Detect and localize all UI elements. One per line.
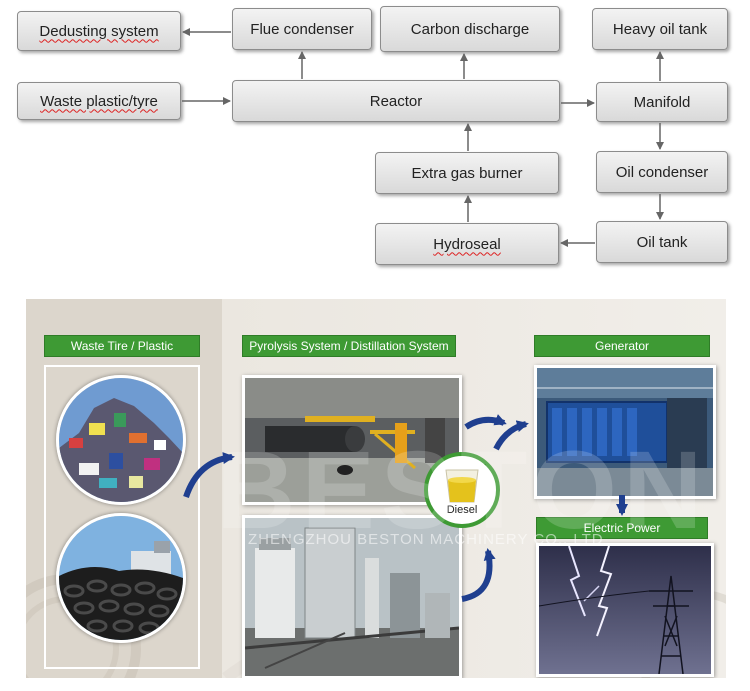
- watermark-logo: BESTON: [216, 429, 709, 552]
- waste-plastic-photo: [56, 375, 186, 505]
- waste-photo-frame: [44, 365, 200, 669]
- stage-label-waste: Waste Tire / Plastic: [44, 335, 200, 357]
- stage-label-generator: Generator: [534, 335, 710, 357]
- arrow-waste-to-pyrolysis: [183, 452, 235, 499]
- oil-condenser-label: Oil condenser: [615, 163, 709, 181]
- hydroseal-label: Hydroseal: [433, 235, 501, 253]
- stage-label-waste-text: Waste Tire / Plastic: [70, 339, 174, 353]
- oil-tank-label: Oil tank: [636, 233, 688, 251]
- reactor-label: Reactor: [369, 92, 423, 110]
- waste-input-label: Waste plastic/tyre: [40, 92, 158, 110]
- flue-condenser-label: Flue condenser: [250, 20, 354, 38]
- pyrolysis-plant-photo: [242, 375, 462, 505]
- arrow-plant-to-diesel: [461, 548, 496, 602]
- watermark-company-text: ZHENGZHOU BESTON MACHINERY CO., LTD: [248, 531, 604, 548]
- extra-gas-burner-label: Extra gas burner: [411, 164, 523, 182]
- flow-arrows: [182, 28, 664, 247]
- diesel-label: Diesel: [446, 504, 478, 516]
- distillation-plant-photo: [242, 515, 462, 678]
- heavy-oil-tank-label: Heavy oil tank: [612, 20, 708, 38]
- manifold-label: Manifold: [633, 93, 691, 111]
- stage-label-pyrolysis: Pyrolysis System / Distillation System: [242, 335, 456, 357]
- stage-label-pyrolysis-text: Pyrolysis System / Distillation System: [249, 339, 449, 353]
- dedusting-system-label: Dedusting system: [39, 22, 159, 40]
- arrow-diesel-to-generator: [493, 420, 529, 451]
- generator-photo: [534, 365, 716, 499]
- stage-label-power: Electric Power: [536, 517, 708, 539]
- hydroseal-box: Hydroseal: [375, 223, 559, 265]
- process-illustration: Waste Tire / Plastic Pyrolysis System / …: [26, 299, 726, 678]
- waste-input-box: Waste plastic/tyre: [17, 82, 181, 120]
- process-arrows: [183, 414, 628, 602]
- heavy-oil-tank-box: Heavy oil tank: [592, 8, 728, 50]
- reactor-box: Reactor: [232, 80, 560, 122]
- manifold-box: Manifold: [596, 82, 728, 122]
- electric-power-photo: [536, 543, 714, 677]
- waste-tyre-photo: [56, 513, 186, 643]
- extra-gas-burner-box: Extra gas burner: [375, 152, 559, 194]
- diesel-oil-badge: Diesel: [424, 452, 500, 528]
- oil-tank-box: Oil tank: [596, 221, 728, 263]
- stage-label-power-text: Electric Power: [583, 521, 661, 535]
- arrow-pyrolysis-to-diesel: [464, 414, 507, 430]
- flue-condenser-box: Flue condenser: [232, 8, 372, 50]
- dedusting-system-box: Dedusting system: [17, 11, 181, 51]
- carbon-discharge-box: Carbon discharge: [380, 6, 560, 52]
- stage-label-generator-text: Generator: [594, 339, 650, 353]
- oil-condenser-box: Oil condenser: [596, 151, 728, 193]
- carbon-discharge-label: Carbon discharge: [410, 20, 530, 38]
